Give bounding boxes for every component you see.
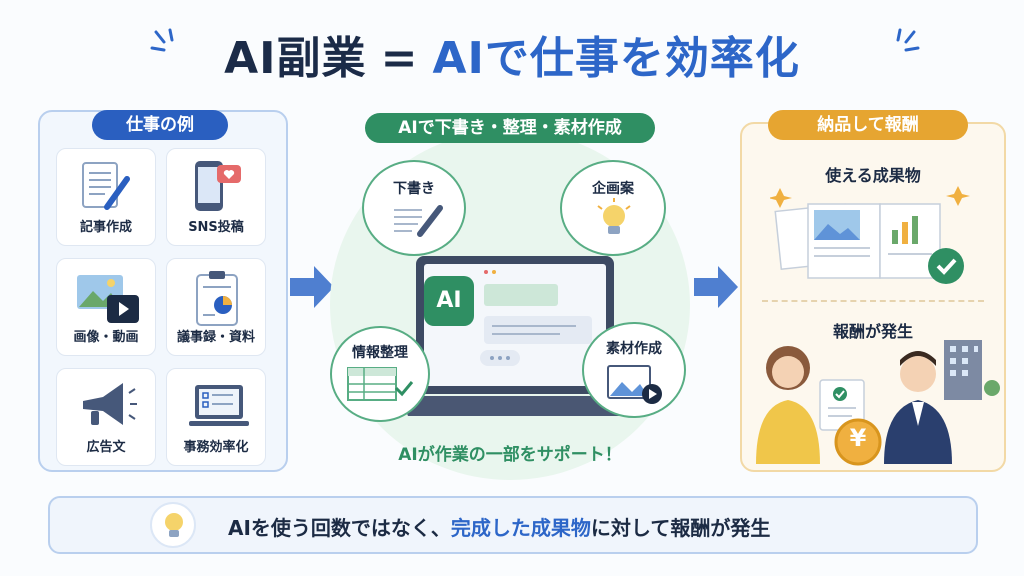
- job-card-article: 記事作成: [56, 148, 156, 246]
- lightbulb-icon: [597, 198, 631, 234]
- title-equals: =: [380, 33, 419, 84]
- bubble-plan: 企画案: [560, 160, 666, 256]
- page-title: AI副業 = AIで仕事を効率化: [0, 22, 1024, 84]
- job-label-media: 画像・動画: [73, 330, 139, 345]
- table-check-icon: [347, 367, 414, 401]
- ai-badge-text: AI: [436, 288, 462, 313]
- job-label-ad: 広告文: [86, 440, 126, 455]
- job-card-media: 画像・動画: [56, 258, 156, 356]
- bubble-draft-label: 下書き: [393, 181, 435, 197]
- arrow-right-icon: [290, 266, 334, 308]
- laptop-icon: [400, 256, 630, 416]
- banner-text-after: に対して報酬が発生: [590, 516, 771, 540]
- job-label-article: 記事作成: [79, 220, 132, 235]
- sparkle-right-icon: [896, 28, 920, 52]
- title-part1: AI副業: [224, 33, 367, 84]
- job-examples-header: 仕事の例: [92, 110, 228, 140]
- people-handshake-icon: [756, 340, 1000, 466]
- article-pen-icon: [82, 162, 130, 210]
- reward-label: 報酬が発生: [832, 322, 913, 341]
- media-play-icon: [607, 365, 662, 404]
- arrow-right-icon: [694, 266, 738, 308]
- sparkle-left-icon: [150, 28, 174, 52]
- banner-text-highlight: 完成した成果物: [450, 516, 591, 540]
- bubble-materials-label: 素材作成: [606, 341, 662, 357]
- delivery-divider: [762, 300, 984, 302]
- smartphone-like-icon: [195, 161, 241, 211]
- lightbulb-icon: [165, 513, 183, 537]
- image-video-icon: [77, 275, 139, 323]
- clipboard-chart-icon: [196, 271, 238, 326]
- banner-text-before: AIを使う回数ではなく、: [228, 516, 451, 540]
- deliverable-label: 使える成果物: [825, 166, 921, 185]
- job-label-sns: SNS投稿: [188, 220, 244, 235]
- job-label-minutes: 議事録・資料: [176, 330, 255, 345]
- banner-bulb-container: [150, 502, 196, 548]
- job-card-sns: SNS投稿: [166, 148, 266, 246]
- job-card-ad: 広告文: [56, 368, 156, 466]
- reward-note-banner: AIを使う回数ではなく、完成した成果物に対して報酬が発生: [48, 496, 978, 554]
- draft-pen-icon: [394, 205, 443, 237]
- bubble-plan-label: 企画案: [592, 181, 634, 197]
- megaphone-icon: [83, 383, 137, 425]
- bubble-draft: 下書き: [362, 160, 466, 256]
- delivery-panel: [740, 122, 1006, 472]
- job-label-office: 事務効率化: [183, 440, 249, 455]
- ai-support-text: AIが作業の一部をサポート！: [398, 445, 622, 465]
- title-part2: AIで仕事を効率化: [432, 33, 800, 84]
- ai-badge: AI: [424, 276, 474, 326]
- job-card-minutes: 議事録・資料: [166, 258, 266, 356]
- bubble-organize: 情報整理: [330, 326, 430, 422]
- banner-text: AIを使う回数ではなく、完成した成果物に対して報酬が発生: [228, 512, 770, 541]
- delivery-header: 納品して報酬: [768, 110, 968, 140]
- documents-check-icon: [770, 186, 970, 284]
- bubble-materials: 素材作成: [582, 322, 686, 418]
- ai-process-header: AIで下書き・整理・素材作成: [365, 113, 655, 143]
- yen-coin-label: ¥: [849, 424, 867, 452]
- laptop-checklist-icon: [189, 385, 249, 426]
- job-card-office: 事務効率化: [166, 368, 266, 466]
- bubble-organize-label: 情報整理: [352, 345, 408, 361]
